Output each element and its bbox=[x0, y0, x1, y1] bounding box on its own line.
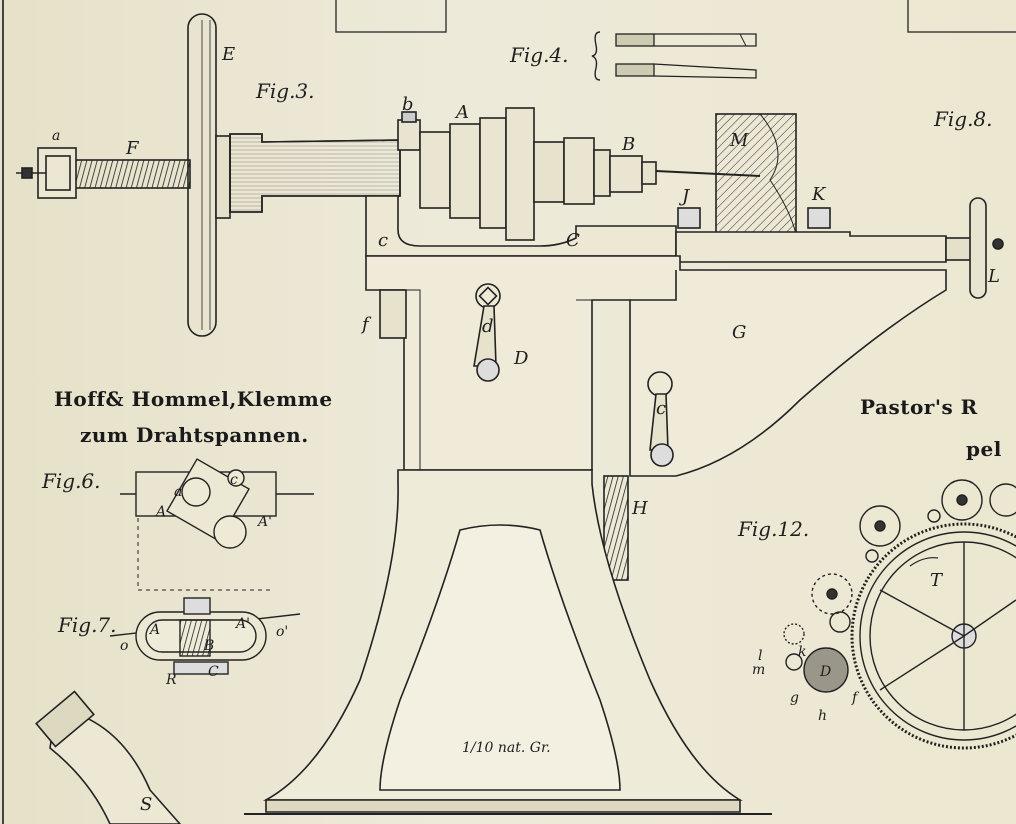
fig4-tools bbox=[591, 31, 757, 81]
fig7-label-o: o bbox=[120, 638, 128, 654]
workpiece-M bbox=[715, 113, 797, 235]
label-fig7: Fig.7. bbox=[57, 613, 117, 637]
fig7-label-R: R bbox=[165, 672, 177, 688]
fig3-lathe bbox=[16, 13, 1004, 815]
label-F: F bbox=[125, 138, 140, 159]
label-f: f bbox=[360, 314, 372, 335]
label-A: A bbox=[454, 102, 469, 123]
fig6-clamp bbox=[120, 458, 314, 591]
fig7-label-Aprime: A' bbox=[234, 616, 250, 632]
label-D: D bbox=[513, 348, 529, 369]
fig6-label-A: A bbox=[154, 504, 166, 520]
fig12-label-h: h bbox=[818, 708, 827, 724]
label-fig4: Fig.4. bbox=[509, 43, 569, 67]
fig12-label-D: D bbox=[819, 664, 831, 680]
label-J: J bbox=[678, 186, 691, 207]
fig6-label-c: c bbox=[230, 472, 238, 488]
fig12-label-f: f bbox=[851, 690, 860, 706]
label-d: d bbox=[482, 316, 494, 337]
caption-pastor-line1: Pastor's R bbox=[860, 395, 978, 419]
label-S: S bbox=[140, 794, 152, 815]
caption-pastor-line2: pel bbox=[966, 437, 1002, 461]
fig12-wheels bbox=[783, 479, 1016, 750]
label-fig6: Fig.6. bbox=[41, 469, 101, 493]
label-G: G bbox=[732, 322, 746, 343]
fig7-label-C: C bbox=[208, 664, 219, 680]
top-frame-left bbox=[335, 0, 447, 33]
label-fig12: Fig.12. bbox=[737, 517, 809, 541]
label-H: H bbox=[631, 498, 648, 519]
label-b: b bbox=[402, 94, 414, 115]
fig7-label-A: A bbox=[148, 622, 160, 638]
label-M: M bbox=[729, 130, 749, 151]
label-fig8: Fig.8. bbox=[933, 107, 993, 131]
top-frame-right bbox=[907, 0, 1016, 33]
label-T: T bbox=[930, 570, 944, 591]
label-C: C bbox=[566, 230, 580, 251]
fig6-label-Aprime: A' bbox=[256, 514, 272, 530]
label-E: E bbox=[221, 44, 235, 65]
fig12-label-k: k bbox=[798, 644, 806, 660]
fig12-label-l: l bbox=[758, 648, 762, 664]
label-c-arm: c bbox=[656, 398, 666, 419]
fig7-clamp bbox=[109, 597, 301, 675]
caption-hoff-line2: zum Drahtspannen. bbox=[80, 423, 309, 447]
caption-hoff-line1: Hoff& Hommel,Klemme bbox=[54, 387, 333, 411]
fig12-label-g: g bbox=[790, 690, 799, 706]
wheel-L bbox=[969, 197, 987, 299]
fig6-label-a: a bbox=[174, 484, 182, 500]
fig12-label-m: m bbox=[752, 662, 765, 678]
fig7-label-oprime: o' bbox=[276, 624, 288, 640]
caption-scale: 1/10 nat. Gr. bbox=[462, 740, 551, 756]
label-a: a bbox=[52, 128, 60, 144]
label-K: K bbox=[811, 184, 827, 205]
text-labels: Fig.3. Fig.4. Fig.8. Fig.6. Fig.7. Fig.1… bbox=[41, 43, 1002, 815]
label-B: B bbox=[621, 134, 635, 155]
pipe-S bbox=[35, 690, 182, 824]
label-L: L bbox=[987, 266, 1000, 287]
spindle-F bbox=[59, 159, 191, 189]
label-fig3: Fig.3. bbox=[255, 79, 315, 103]
label-c-bracket: c bbox=[378, 230, 388, 251]
fig7-label-B: B bbox=[203, 638, 214, 654]
